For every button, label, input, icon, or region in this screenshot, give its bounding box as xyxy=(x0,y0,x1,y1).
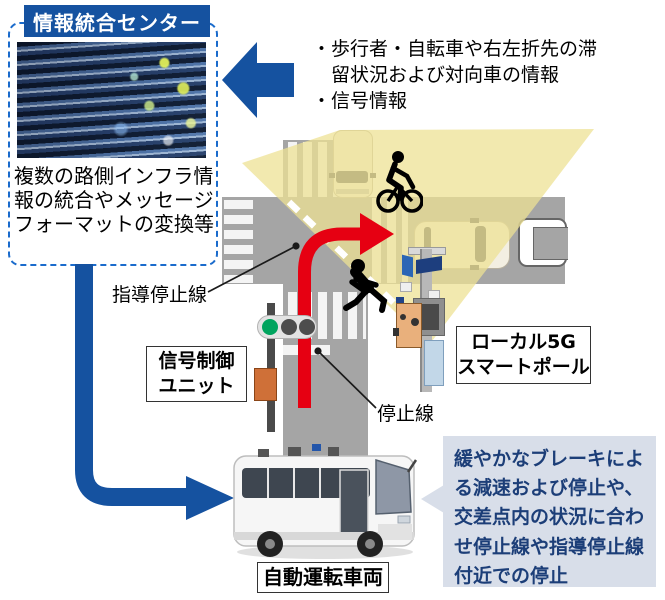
truck-bed xyxy=(533,227,568,260)
signal-control-unit-line1: 信号制御 xyxy=(158,350,235,372)
signal-control-box xyxy=(254,368,277,401)
cyclist-icon xyxy=(376,151,423,213)
crosswalk-west xyxy=(224,200,253,283)
signal-control-unit-line2: ユニット xyxy=(158,375,235,397)
note-bubble-tail xyxy=(421,485,444,513)
signal-green-lamp xyxy=(262,319,278,335)
signal-red-lamp-off xyxy=(299,319,315,335)
pedestrian-icon xyxy=(343,259,388,313)
info-center-description: 複数の路側インフラ情報の統合やメッセージフォーマットの変換等 xyxy=(14,164,214,236)
sent-info-item: ・歩行者・自転車や右左折先の滞留状況および対向車の情報 xyxy=(312,38,598,86)
pole-junction-box xyxy=(400,282,412,292)
camera-sensor xyxy=(396,297,404,303)
roadside-unit-face xyxy=(419,304,439,330)
behavior-note: 緩やかなブレーキによる減速および停止や、交差点内の状況に合わせ停止線や指導停止線… xyxy=(443,436,656,587)
camera-lens xyxy=(411,318,419,326)
guidance-stop-line-label: 指導停止線 xyxy=(112,284,208,306)
signal-pole xyxy=(267,303,275,432)
info-center-title: 情報統合センター xyxy=(24,5,210,37)
bus-image xyxy=(233,444,418,559)
stop-line-label: 停止線 xyxy=(377,403,435,425)
sent-info-item: ・信号情報 xyxy=(312,90,408,112)
equipment-cabinet xyxy=(424,340,444,386)
local5g-smart-pole-label: ローカル5G スマートポール xyxy=(456,326,591,384)
smart-pole-icon xyxy=(393,245,450,392)
camera-unit xyxy=(393,303,422,348)
signal-control-unit-label: 信号制御 ユニット xyxy=(146,346,247,402)
traffic-light-icon xyxy=(257,315,317,339)
camera-lens xyxy=(400,314,406,320)
server-rack-image xyxy=(17,42,206,158)
camera-lens xyxy=(393,328,399,336)
local5g-line1: ローカル5G xyxy=(471,331,576,353)
local5g-line2: スマートポール xyxy=(457,356,590,378)
autonomous-vehicle-text: 自動運転車両 xyxy=(263,565,383,589)
truck-icon xyxy=(518,218,568,267)
sent-info-list: ・歩行者・自転車や右左折先の滞留状況および対向車の情報 ・信号情報 xyxy=(312,36,612,114)
autonomous-vehicle-label: 自動運転車両 xyxy=(257,562,389,593)
signal-yellow-lamp-off xyxy=(281,319,297,335)
